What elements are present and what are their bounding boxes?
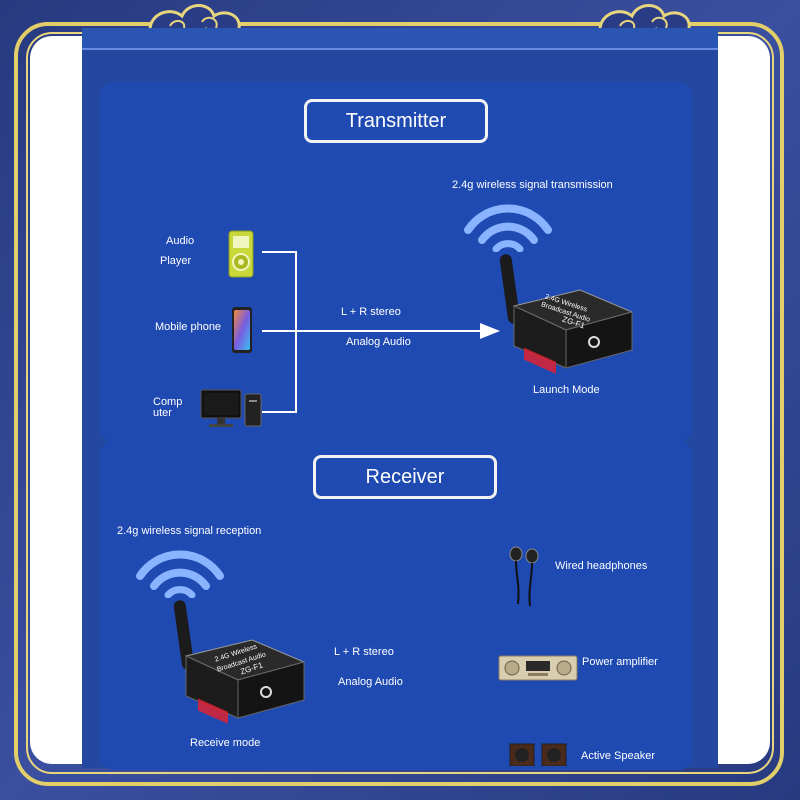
tx-link-bottom-label: Analog Audio xyxy=(346,336,411,348)
tx-signal-label: 2.4g wireless signal transmission xyxy=(452,179,613,191)
rx-wireless-waves-icon xyxy=(136,550,224,598)
receiver-device-icon xyxy=(173,600,306,724)
power-amplifier-icon xyxy=(498,655,578,681)
transmitter-device-icon xyxy=(499,254,634,374)
speaker-icon xyxy=(509,743,567,766)
receiver-title: Receiver xyxy=(313,455,497,499)
rx-signal-label: 2.4g wireless signal reception xyxy=(117,525,262,537)
receiver-section xyxy=(100,440,692,770)
mobile-phone-icon xyxy=(232,307,252,353)
rx-link-bottom-label: Analog Audio xyxy=(338,676,403,688)
panel-top-bar xyxy=(82,28,718,50)
source-audio-player-label-2: Player xyxy=(160,255,192,267)
ornamental-frame xyxy=(14,22,784,786)
rx-link-top-label: L + R stereo xyxy=(334,646,394,658)
source-audio-player-label-1: Audio xyxy=(166,235,195,247)
transmitter-title: Transmitter xyxy=(304,99,488,143)
rx-device-label: Receive mode xyxy=(190,737,261,749)
source-mobile-phone-label: Mobile phone xyxy=(155,321,222,333)
computer-icon xyxy=(200,389,262,427)
headphones-icon xyxy=(509,546,539,607)
tx-device-label: Launch Mode xyxy=(533,384,600,396)
audio-player-icon xyxy=(228,230,254,278)
output-headphones-label: Wired headphones xyxy=(555,560,648,572)
output-power-amplifier-label: Power amplifier xyxy=(582,656,658,668)
output-active-speaker-label: Active Speaker xyxy=(581,750,655,762)
source-computer-label-2: uter xyxy=(153,407,172,419)
tx-link-top-label: L + R stereo xyxy=(341,306,401,318)
tx-wireless-waves-icon xyxy=(464,204,552,252)
source-computer-label-1: Comp xyxy=(153,396,183,408)
